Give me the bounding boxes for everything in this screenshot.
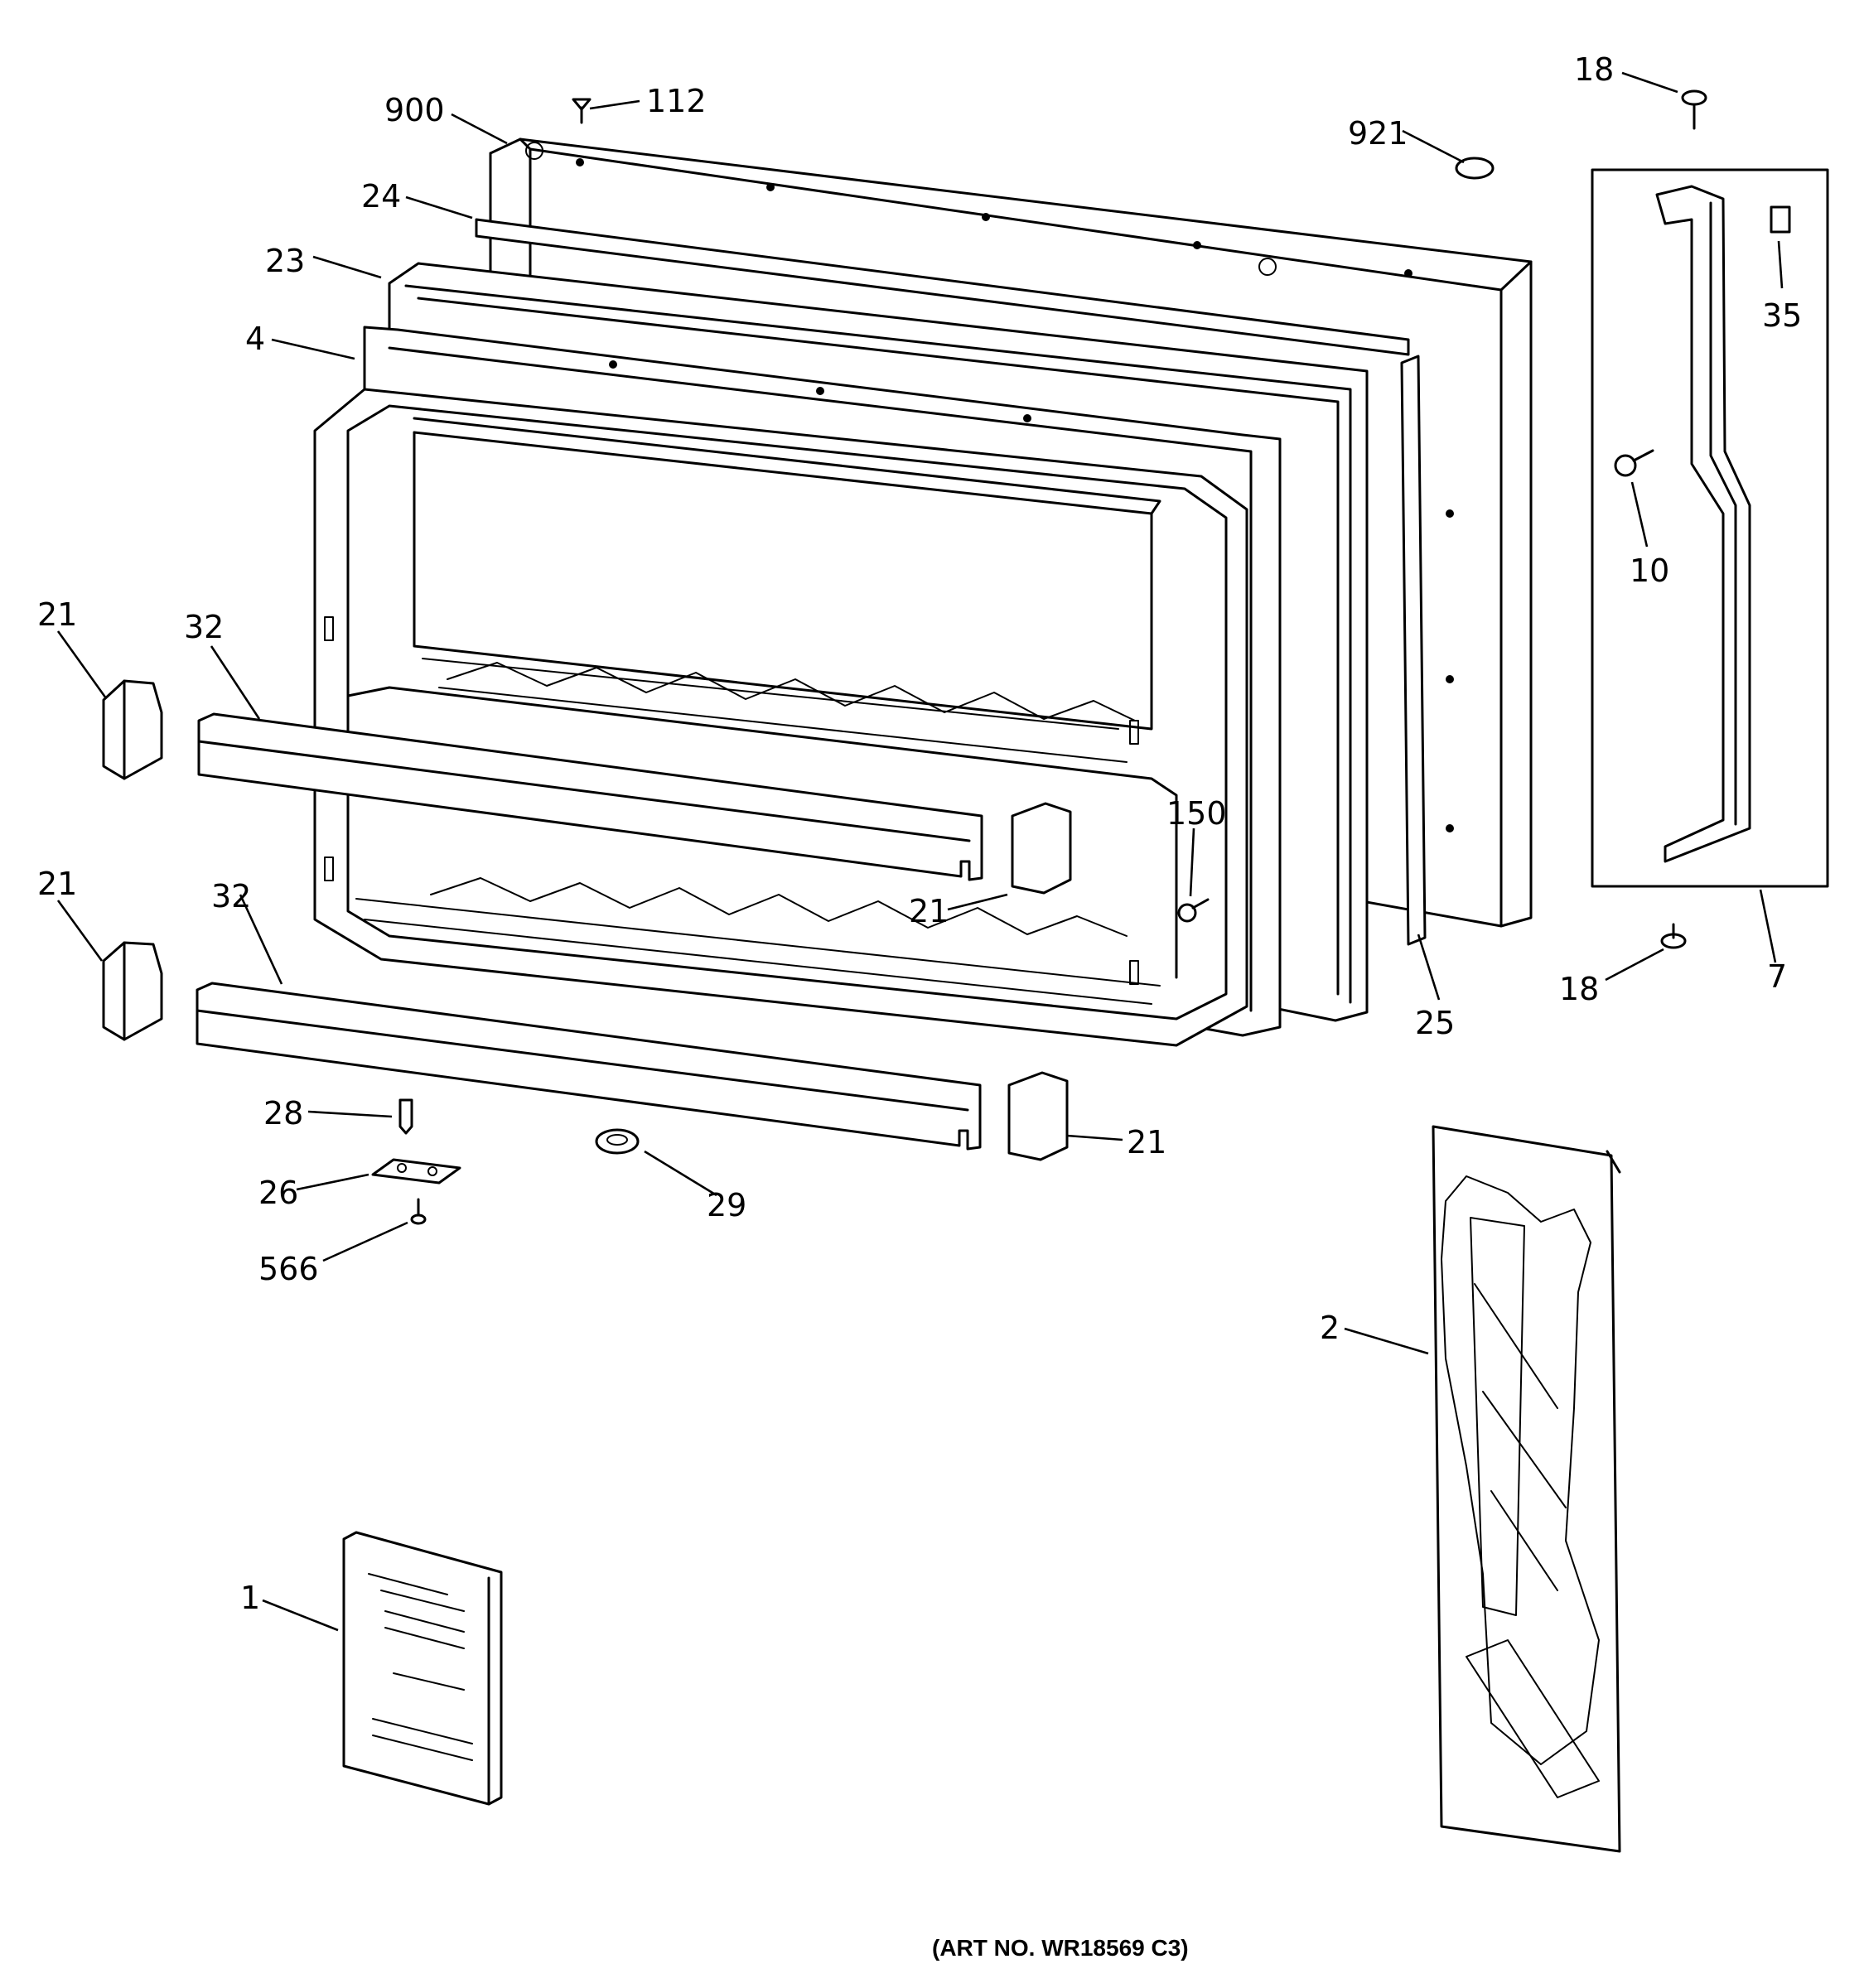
- callout-26: 26: [258, 1175, 298, 1211]
- screw-18-bottom: [1660, 923, 1687, 949]
- callout-21-lower-left: 21: [37, 866, 77, 902]
- screw-112: [572, 98, 592, 124]
- screw-566: [410, 1198, 427, 1225]
- hinge-plate-26: [371, 1158, 461, 1185]
- screw-28: [398, 1098, 413, 1135]
- callout-21-upper-right: 21: [909, 893, 949, 929]
- callout-18-bottom: 18: [1559, 971, 1599, 1007]
- callout-24: 24: [361, 178, 401, 215]
- rail-end-cap-upper-right: [1011, 802, 1072, 895]
- door-handle: [1655, 185, 1751, 863]
- art-number: (ART NO. WR18569 C3): [932, 1935, 1189, 1961]
- callout-10: 10: [1630, 552, 1669, 589]
- screw-150: [1177, 898, 1210, 923]
- callout-32-upper: 32: [184, 609, 224, 645]
- breaker-strip-top: [475, 218, 1410, 356]
- callout-2: 2: [1320, 1310, 1340, 1346]
- handle-kit-package: [1432, 1125, 1621, 1853]
- handle-insert-35: [1770, 205, 1791, 234]
- callout-21-upper-left: 21: [37, 596, 77, 633]
- shelf-rail-upper: [197, 712, 983, 881]
- callout-150: 150: [1166, 795, 1227, 832]
- handle-assembly-box: [1591, 168, 1829, 888]
- breaker-strip-side: [1400, 355, 1427, 946]
- plug-921: [1455, 157, 1495, 180]
- callout-25: 25: [1415, 1005, 1455, 1041]
- plug-29: [595, 1128, 640, 1155]
- rail-end-cap-lower-right: [1007, 1071, 1069, 1161]
- callout-21-lower-right: 21: [1127, 1124, 1166, 1160]
- callout-23: 23: [265, 243, 305, 279]
- callout-18-top: 18: [1574, 51, 1614, 88]
- callout-7: 7: [1767, 958, 1787, 995]
- callout-921: 921: [1348, 115, 1408, 152]
- callout-28: 28: [263, 1095, 303, 1132]
- door-liner-body: [313, 388, 1248, 1047]
- callout-900: 900: [384, 92, 445, 128]
- rail-end-cap-upper-left: [102, 679, 163, 780]
- callout-29: 29: [707, 1187, 746, 1223]
- callout-4: 4: [245, 321, 265, 357]
- rail-end-cap-lower-left: [102, 941, 163, 1041]
- callout-32-lower: 32: [211, 878, 251, 914]
- shelf-rail-lower: [196, 982, 982, 1151]
- callout-leaders: [56, 71, 1784, 1632]
- use-and-care-guide: [342, 1531, 503, 1806]
- callout-566: 566: [258, 1251, 319, 1287]
- callout-1: 1: [240, 1580, 260, 1616]
- callout-labels: 900 112 921 18 24 23 4 35 10 21 32 150 2…: [37, 51, 1802, 1961]
- callout-35: 35: [1762, 297, 1802, 334]
- screw-18-top: [1681, 89, 1707, 130]
- callout-112: 112: [646, 83, 707, 119]
- handle-screw-10: [1614, 449, 1654, 477]
